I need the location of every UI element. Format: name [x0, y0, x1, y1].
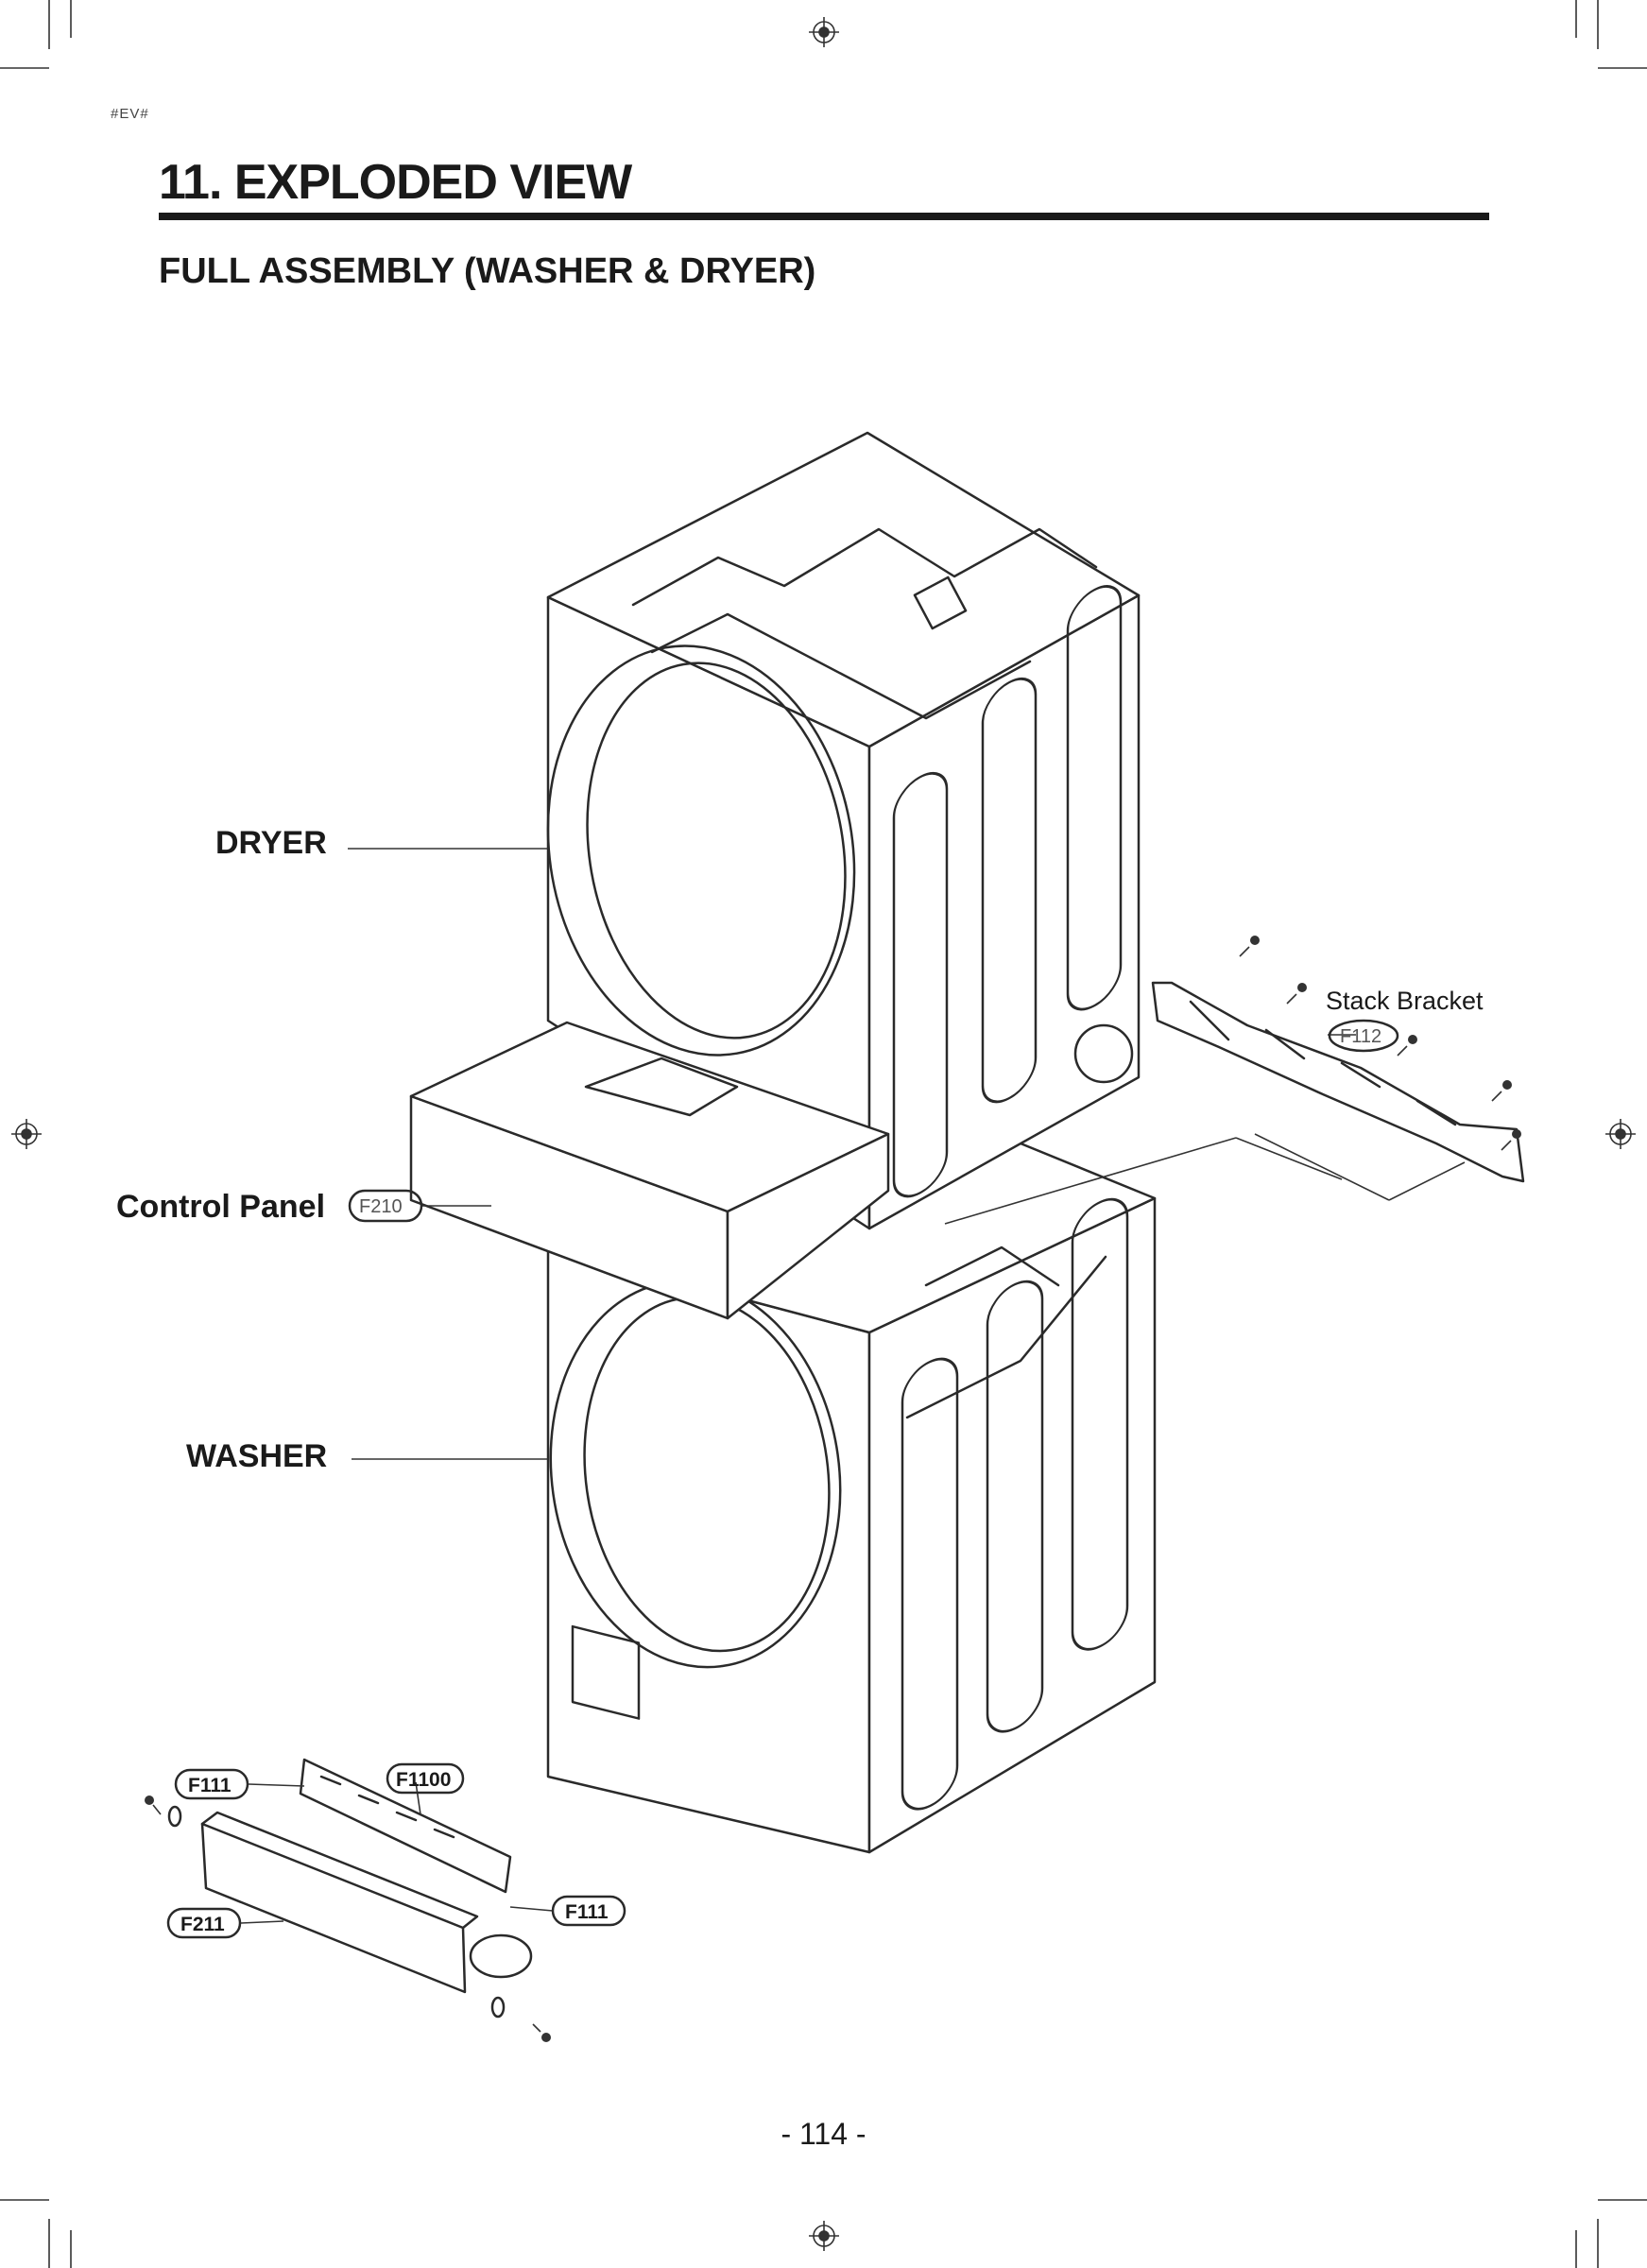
stack-bracket-part [944, 981, 1525, 1225]
washer-unit [546, 1142, 1157, 1854]
kick-plate-parts [167, 1758, 533, 2019]
code-balloons [166, 1019, 1399, 1939]
code-bracket-left: F111 [188, 1775, 232, 1796]
page-subtitle: FULL ASSEMBLY (WASHER & DRYER) [159, 251, 816, 291]
registration-mark-icon [11, 17, 1636, 2251]
label-control-panel: Control Panel [116, 1189, 325, 1225]
code-control-panel: F210 [359, 1196, 403, 1217]
page-title: 11. EXPLODED VIEW [159, 155, 632, 210]
label-dryer: DRYER [215, 825, 327, 861]
document-tag: #EV# [111, 106, 149, 122]
screw-icons [145, 936, 1521, 2042]
page-number: - 114 - [781, 2117, 866, 2151]
title-rule [159, 213, 1489, 220]
control-panel-part [409, 1021, 890, 1320]
label-washer: WASHER [186, 1438, 327, 1474]
leader-lines [240, 848, 1356, 1924]
code-bracket-plate: F1100 [396, 1769, 451, 1791]
code-stack-bracket: F112 [1340, 1026, 1381, 1047]
code-front-cover: F211 [180, 1914, 225, 1935]
code-bracket-right: F111 [565, 1901, 609, 1923]
label-stack-bracket: Stack Bracket [1326, 987, 1484, 1015]
